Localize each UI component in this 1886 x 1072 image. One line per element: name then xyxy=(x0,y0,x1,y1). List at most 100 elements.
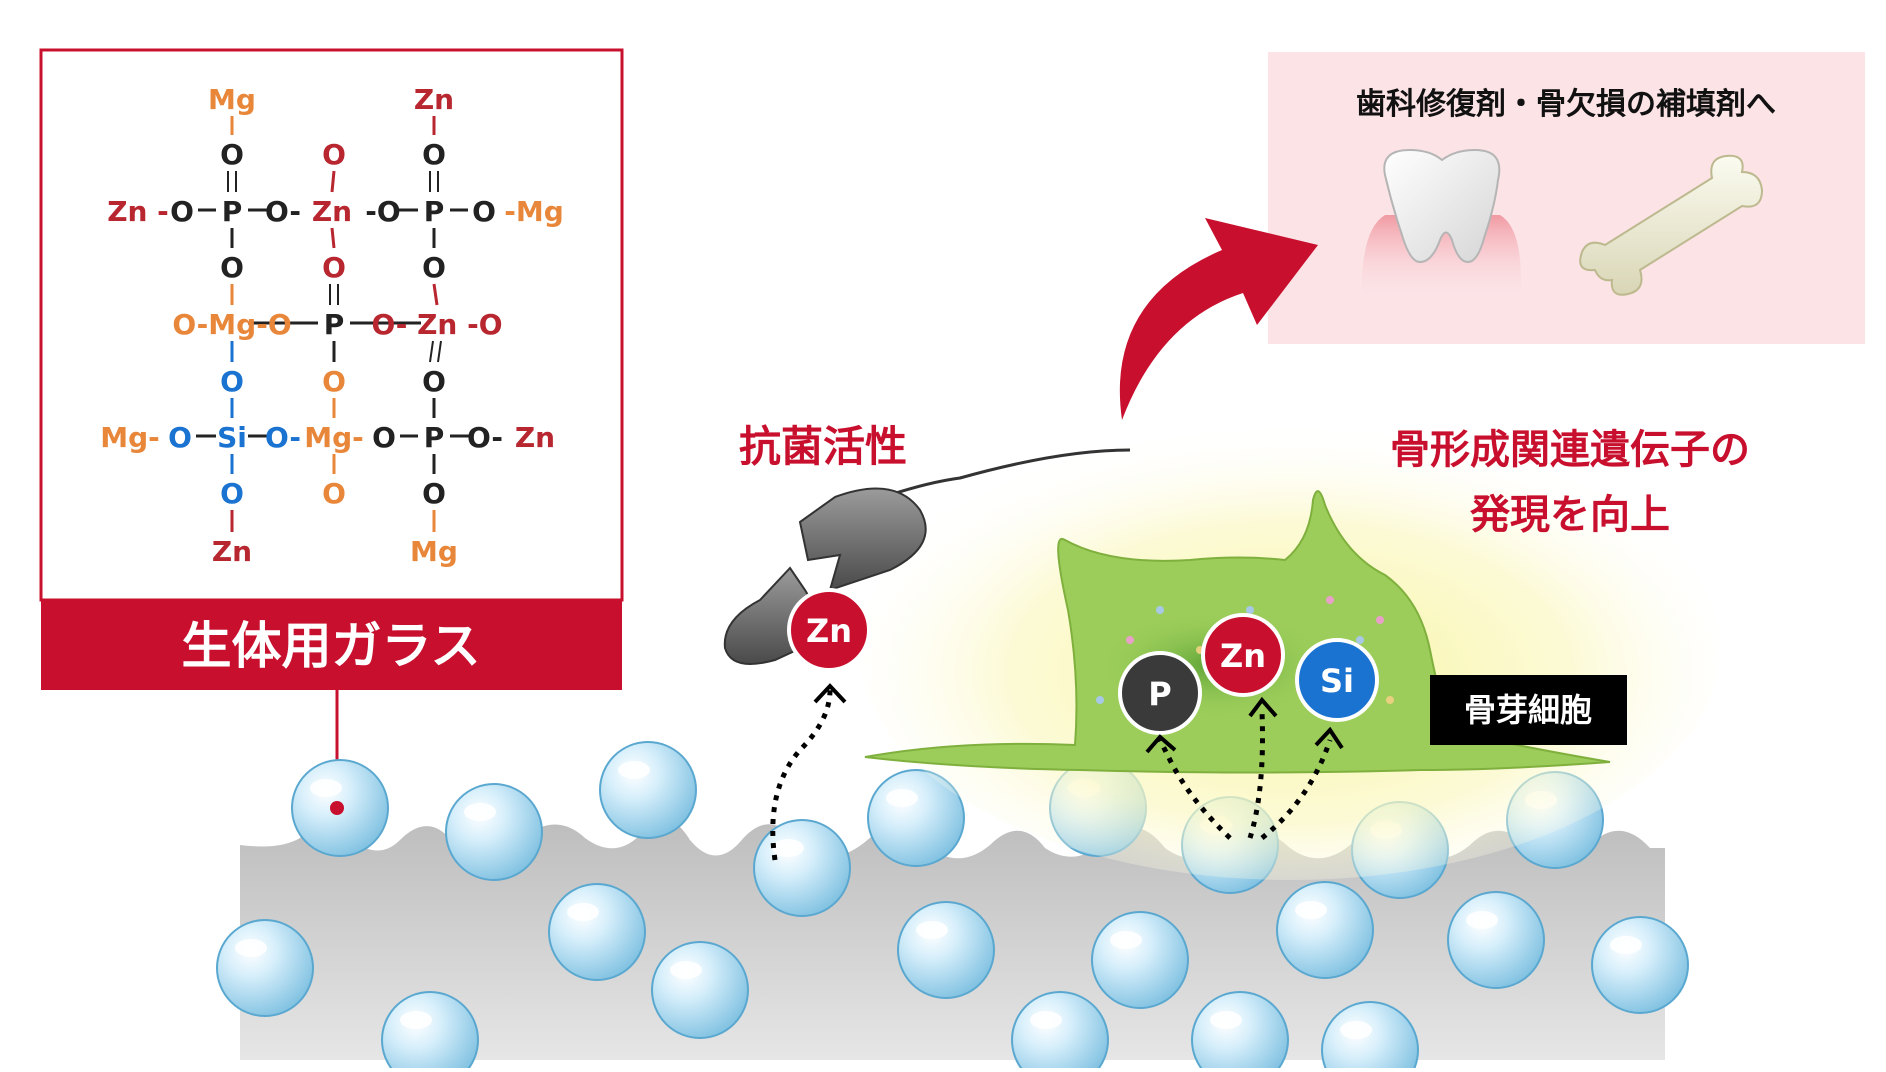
bead-highlight xyxy=(235,939,267,957)
atom-mg_r1: -Mg xyxy=(504,195,564,228)
atom-mg_c: Mg- xyxy=(304,421,364,454)
atom-o_d: -O xyxy=(365,195,400,228)
cell-ion-label: Si xyxy=(1320,662,1354,700)
si-release-arrow xyxy=(1260,739,1333,840)
bond-line xyxy=(437,340,442,363)
atom-o_e: O xyxy=(472,195,496,228)
atom-o_o: O- xyxy=(467,421,503,454)
si-arrowhead xyxy=(1314,726,1344,750)
glass-bead xyxy=(1191,991,1289,1072)
bead-highlight xyxy=(1030,1011,1062,1029)
cell-ion-p xyxy=(1118,651,1202,735)
p-arrowhead xyxy=(1145,734,1177,754)
atom-mg_b: Mg xyxy=(410,535,458,568)
antibacterial-zn-ion: Zn xyxy=(787,588,871,672)
glass-bead xyxy=(1447,891,1545,989)
p-release-arrow xyxy=(1157,738,1232,840)
atom-o_a: O xyxy=(170,195,194,228)
glass-bead xyxy=(1321,1001,1419,1072)
atom-mg_l2: Mg- xyxy=(100,421,160,454)
cell-granule xyxy=(1326,596,1334,604)
atom-o_j: O xyxy=(322,365,346,398)
application-heading: 歯科修復剤・骨欠損の補填剤へ xyxy=(1356,87,1776,122)
glass-bead xyxy=(1276,881,1374,979)
atom-o_h: O xyxy=(422,251,446,284)
application-panel: 歯科修復剤・骨欠損の補填剤へ xyxy=(1268,52,1865,344)
bead-highlight xyxy=(1610,936,1642,954)
bead-highlight xyxy=(916,921,948,939)
bond-line xyxy=(432,283,439,306)
atom-o2: O xyxy=(322,138,346,171)
cell-ion-zn xyxy=(1201,613,1285,697)
release-arrowheads xyxy=(813,683,1344,754)
glass-bead xyxy=(216,919,314,1017)
glass-bead xyxy=(651,941,749,1039)
bead-highlight xyxy=(886,789,918,807)
bead-highlight xyxy=(1466,911,1498,929)
zn-arrowhead xyxy=(813,683,847,704)
atom-p1: P xyxy=(222,195,243,228)
atom-zn_b: Zn xyxy=(212,535,252,568)
atom-o_k: O xyxy=(422,365,446,398)
atom-o_n: O xyxy=(372,421,396,454)
atom-o_g: O xyxy=(322,251,346,284)
cell-ion-label: Zn xyxy=(1220,637,1266,675)
zn-cell-release-arrow xyxy=(1247,711,1265,839)
cell-granule xyxy=(1156,606,1164,614)
atom-o3: O xyxy=(422,138,446,171)
glass-bead xyxy=(1091,911,1189,1009)
glass-bead xyxy=(599,741,697,839)
bead-highlight xyxy=(464,803,496,821)
atom-o_zn_o: O- Zn -O xyxy=(371,308,502,341)
bond-line xyxy=(330,227,336,249)
glass-bead xyxy=(1591,916,1689,1014)
bead-highlight xyxy=(400,1011,432,1029)
glass-bead xyxy=(1011,991,1109,1072)
atom-o_i: O xyxy=(220,365,244,398)
bead-highlight xyxy=(1210,1011,1242,1029)
glass-bead xyxy=(548,883,646,981)
atom-p4: P xyxy=(424,421,445,454)
cell-granule xyxy=(1376,616,1384,624)
cell-granule xyxy=(1386,696,1394,704)
bead-highlight xyxy=(310,779,342,797)
atom-zn_c: Zn xyxy=(312,195,352,228)
atom-o_m: O- xyxy=(265,421,301,454)
atom-o_f: O xyxy=(220,251,244,284)
glass-bead xyxy=(381,991,479,1072)
bone-icon xyxy=(1579,154,1764,296)
structure-frame xyxy=(39,48,624,602)
glass-bead xyxy=(753,819,851,917)
bond-line xyxy=(330,170,336,193)
structure-bonds xyxy=(196,116,469,532)
atom-o_b: O- xyxy=(265,195,301,228)
glass-caption: 生体用ガラス xyxy=(182,617,481,675)
osteoblast-label-box xyxy=(1430,675,1627,745)
tooth-icon xyxy=(1361,148,1521,300)
atom-zn2: Zn xyxy=(414,83,454,116)
cell-ion-label: P xyxy=(1148,675,1171,713)
atom-o_l: O xyxy=(168,421,192,454)
glass-leader-dot xyxy=(330,801,344,815)
bead-highlight xyxy=(1340,1021,1372,1039)
bond-line xyxy=(429,340,434,363)
gene-label-line1: 骨形成関連遺伝子の xyxy=(1390,427,1750,473)
atom-o_r: O xyxy=(422,477,446,510)
atom-p2: P xyxy=(424,195,445,228)
atom-mg1: Mg xyxy=(208,83,256,116)
glass-bead xyxy=(445,783,543,881)
atom-p3: P xyxy=(324,308,345,341)
bead-highlight xyxy=(1110,931,1142,949)
cell-granule xyxy=(1126,636,1134,644)
bead-highlight xyxy=(772,839,804,857)
gene-label-line2: 発現を向上 xyxy=(1470,492,1670,538)
osteoblast-label: 骨芽細胞 xyxy=(1464,691,1592,729)
bead-highlight xyxy=(1295,901,1327,919)
antibacterial-zn-label: Zn xyxy=(806,612,852,650)
atom-zn_l1: Zn - xyxy=(107,195,169,228)
atom-o_q: O xyxy=(322,477,346,510)
